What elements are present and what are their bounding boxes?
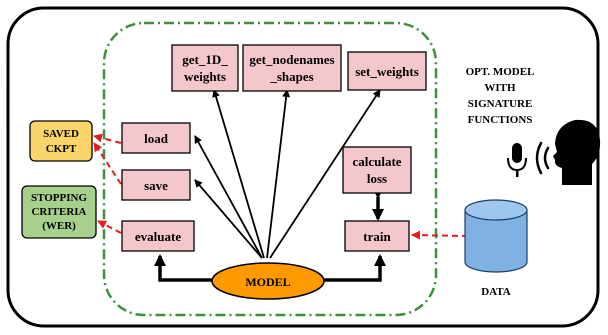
node-set-weights: set_weights [347, 51, 427, 91]
opt-model-label: OPT. MODEL WITH SIGNATURE FUNCTIONS [466, 66, 535, 126]
load-label: load [144, 131, 169, 146]
node-calculate-loss: calculate loss [342, 146, 412, 194]
get-1d-weights-line-1: get_1D_ [182, 52, 228, 67]
saved-ckpt-line-2: CKPT [46, 143, 77, 155]
red-dashed-arrows [93, 133, 469, 240]
node-load: load [121, 122, 191, 154]
arrow-model-to-set-weights [269, 89, 381, 259]
evaluate-label: evaluate [135, 229, 181, 244]
calculate-loss-line-2: loss [367, 171, 387, 186]
arrow-model-to-load [194, 135, 263, 259]
get-nodenames-shapes-line-1: get_nodenames [249, 52, 334, 67]
calculate-loss-line-1: calculate [352, 154, 401, 169]
node-get-nodenames-shapes: get_nodenames _shapes [242, 44, 342, 92]
opt-model-line-3: SIGNATURE [468, 98, 533, 110]
opt-model-line-4: FUNCTIONS [468, 114, 533, 126]
stopping-line-2: CRITERIA [31, 206, 86, 218]
arrow-model-to-save [194, 179, 263, 259]
stopping-line-3: (WER) [42, 220, 76, 232]
node-evaluate: evaluate [121, 220, 195, 252]
opt-model-line-1: OPT. MODEL [466, 66, 535, 78]
set-weights-label: set_weights [355, 64, 419, 79]
model-call-arrows [194, 89, 381, 259]
arrow-model-to-get-nodenames-shapes [266, 89, 291, 259]
arrow-evaluate-to-stopping [97, 220, 122, 234]
arrow-model-train [314, 254, 386, 286]
opt-model-boundary [102, 21, 438, 317]
opt-model-line-2: WITH [484, 82, 516, 94]
node-save: save [121, 169, 191, 201]
node-get-1d-weights: get_1D_ weights [171, 44, 239, 92]
node-stopping-criteria: STOPPING CRITERIA (WER) [21, 185, 97, 239]
node-saved-ckpt: SAVED CKPT [29, 120, 93, 162]
model-label: MODEL [245, 275, 290, 289]
speaking-head-icon [553, 119, 601, 185]
save-label: save [144, 178, 168, 193]
data-label: DATA [481, 286, 511, 298]
sound-waves-icon [535, 141, 550, 175]
arrow-load-to-saved-ckpt [93, 133, 122, 144]
microphone-icon [507, 143, 527, 177]
node-train: train [344, 220, 410, 252]
saved-ckpt-line-1: SAVED [43, 128, 79, 140]
stopping-line-1: STOPPING [31, 192, 87, 204]
arrow-save-to-saved-ckpt [93, 142, 122, 185]
node-model: MODEL [211, 262, 325, 300]
arrow-model-to-get-1d-weights [212, 89, 265, 259]
arrow-model-evaluate [154, 254, 222, 286]
database-cylinder-icon [464, 199, 528, 273]
get-nodenames-shapes-line-2: _shapes [269, 69, 313, 84]
train-label: train [363, 229, 391, 244]
get-1d-weights-line-2: weights [184, 69, 226, 84]
thick-arrows [154, 187, 386, 286]
